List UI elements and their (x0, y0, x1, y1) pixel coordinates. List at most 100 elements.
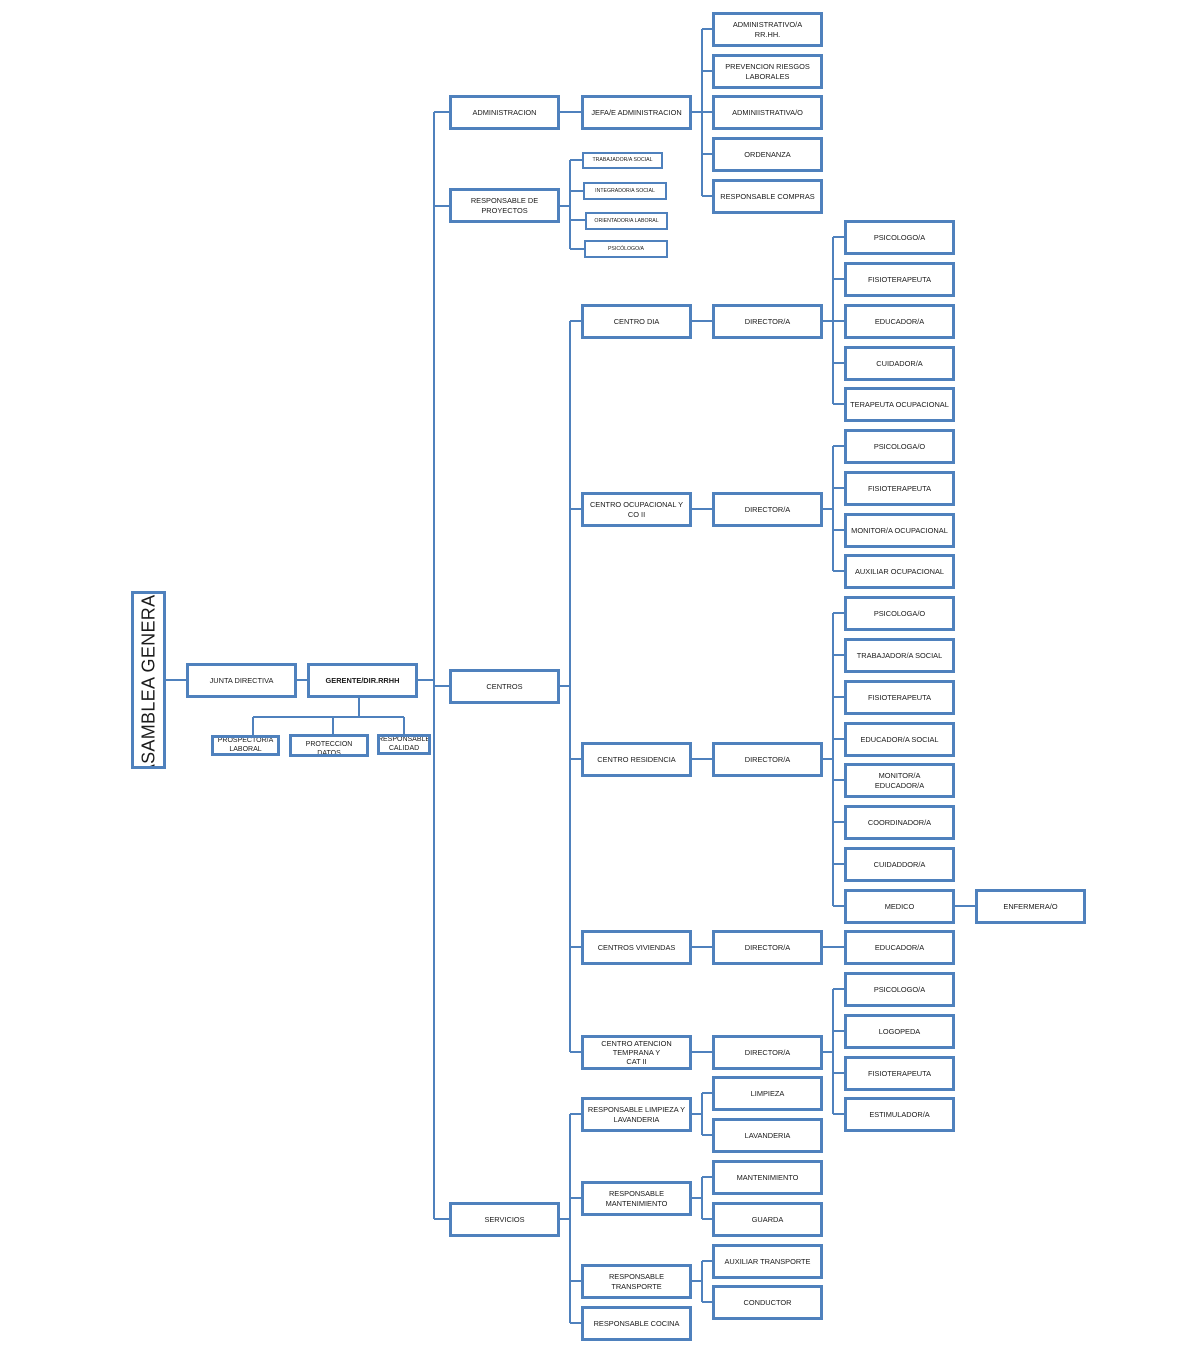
node-director: DIRECTOR/A (712, 304, 823, 339)
node-centro-ocupacional: CENTRO OCUPACIONAL Y CO II (581, 492, 692, 527)
node-label: GUARDA (751, 1214, 784, 1224)
node-label: MONITOR/A EDUCADOR/A (874, 771, 925, 790)
node-label: EDUCADOR/A SOCIAL (860, 734, 939, 744)
node-servicios-staff: LIMPIEZA (712, 1076, 823, 1111)
node-label: COORDINADOR/A (867, 817, 932, 827)
node-servicios-staff: AUXILIAR TRANSPORTE (712, 1244, 823, 1279)
node-admin-staff: RESPONSABLE COMPRAS (712, 179, 823, 214)
node-label: CUIDADOR/A (876, 358, 923, 368)
node-label: ORIENTADOR/A LABORAL (594, 217, 659, 224)
node-label: LIMPIEZA (750, 1088, 785, 1098)
node-servicios: SERVICIOS (449, 1202, 560, 1237)
node-label: CONDUCTOR (743, 1297, 792, 1307)
node-label: PREVENCION RIESGOS LABORALES (725, 62, 810, 81)
node-responsable-proyectos: RESPONSABLE DE PROYECTOS (449, 188, 560, 223)
node-project-staff: INTEGRADOR/A SOCIAL (583, 182, 667, 200)
node-label: RESPONSABLE LIMPIEZA Y LAVANDERIA (587, 1105, 686, 1124)
node-label: CENTROS VIVIENDAS (597, 942, 676, 952)
node-label: DIRECTOR/A (744, 754, 791, 764)
node-label: PSICOLOGA/O (873, 608, 926, 618)
node-centro-residencia: CENTRO RESIDENCIA (581, 742, 692, 777)
node-admin-staff: ORDENANZA (712, 137, 823, 172)
node-label: PSICOLOGO/A (873, 984, 926, 994)
node-centro-dia-staff: EDUCADOR/A (844, 304, 955, 339)
node-project-staff: ORIENTADOR/A LABORAL (585, 212, 668, 230)
node-label: CENTRO OCUPACIONAL Y CO II (589, 500, 684, 519)
node-label: CUIDADDOR/A (873, 859, 926, 869)
node-label: FISIOTERAPEUTA (867, 274, 932, 284)
node-responsable-transporte: RESPONSABLE TRANSPORTE (581, 1264, 692, 1299)
node-asamblea-general: ASAMBLEA GENERAL (131, 591, 166, 769)
node-ocupacional-staff: PSICOLOGA/O (844, 429, 955, 464)
node-atencion-staff: PSICOLOGO/A (844, 972, 955, 1007)
node-label: FISIOTERAPEUTA (867, 1068, 932, 1078)
node-servicios-staff: MANTENIMIENTO (712, 1160, 823, 1195)
node-residencia-staff: COORDINADOR/A (844, 805, 955, 840)
node-responsable-cocina: RESPONSABLE COCINA (581, 1306, 692, 1341)
node-director: DIRECTOR/A (712, 492, 823, 527)
node-prospector: PROSPECTOR/A LABORAL (211, 735, 280, 756)
node-label: ORDENANZA (744, 149, 791, 159)
node-label: AUXILIAR OCUPACIONAL (855, 566, 944, 576)
node-label: DIRECTOR/A (744, 942, 791, 952)
node-label: FISIOTERAPEUTA (867, 692, 932, 702)
node-label: ADMINIISTRATIVA/O (732, 107, 803, 117)
node-residencia-staff: TRABAJADOR/A SOCIAL (844, 638, 955, 673)
node-label: ADMINISTRACION (472, 107, 537, 117)
node-label: ENFERMERA/O (1003, 901, 1058, 911)
node-director: DIRECTOR/A (712, 1035, 823, 1070)
node-label: AUXILIAR TRANSPORTE (724, 1256, 811, 1266)
node-residencia-staff: MONITOR/A EDUCADOR/A (844, 763, 955, 798)
node-label: PSICÓLOGO/A (607, 245, 645, 252)
node-label: EDUCADOR/A (874, 316, 925, 326)
node-residencia-staff: PSICOLOGA/O (844, 596, 955, 631)
node-label: CENTRO DIA (613, 316, 660, 326)
node-label: LAVANDERIA (744, 1130, 791, 1140)
node-admin-staff: PREVENCION RIESGOS LABORALES (712, 54, 823, 89)
node-responsable-limpieza: RESPONSABLE LIMPIEZA Y LAVANDERIA (581, 1097, 692, 1132)
node-label: INTEGRADOR/A SOCIAL (595, 187, 655, 194)
node-centros-viviendas: CENTROS VIVIENDAS (581, 930, 692, 965)
node-residencia-staff: CUIDADDOR/A (844, 847, 955, 882)
node-label: ESTIMULADOR/A (869, 1109, 930, 1119)
node-label: FISIOTERAPEUTA (867, 483, 932, 493)
node-jefa-administracion: JEFA/E ADMINISTRACION (581, 95, 692, 130)
node-centro-atencion-temprana: CENTRO ATENCION TEMPRANA Y CAT II (581, 1035, 692, 1070)
node-label: JUNTA DIRECTIVA (209, 675, 274, 685)
node-director: DIRECTOR/A (712, 930, 823, 965)
node-responsable-mantenimiento: RESPONSABLE MANTENIMIENTO (581, 1181, 692, 1216)
node-atencion-staff: FISIOTERAPEUTA (844, 1056, 955, 1091)
node-delegado-proteccion-datos: DELEGADO/A PROTECCION DATOS (289, 734, 369, 757)
node-label: MONITOR/A OCUPACIONAL (851, 525, 948, 535)
node-ocupacional-staff: MONITOR/A OCUPACIONAL (844, 513, 955, 548)
node-servicios-staff: GUARDA (712, 1202, 823, 1237)
node-label: MANTENIMIENTO (736, 1172, 799, 1182)
node-label: DIRECTOR/A (744, 1047, 791, 1057)
node-atencion-staff: ESTIMULADOR/A (844, 1097, 955, 1132)
node-atencion-staff: LOGOPEDA (844, 1014, 955, 1049)
node-label: TRABAJADOR/A SOCIAL (592, 157, 653, 164)
node-admin-staff: ADMINISTRATIVO/A RR.HH. (712, 12, 823, 47)
node-label: CENTRO RESIDENCIA (597, 754, 676, 764)
node-label: DIRECTOR/A (744, 316, 791, 326)
node-responsable-calidad: RESPONSABLE CALIDAD (377, 734, 431, 755)
node-label: DIRECTOR/A (744, 504, 791, 514)
node-centro-dia: CENTRO DIA (581, 304, 692, 339)
node-label: JEFA/E ADMINISTRACION (591, 107, 682, 117)
node-label: TRABAJADOR/A SOCIAL (856, 650, 943, 660)
node-centros: CENTROS (449, 669, 560, 704)
node-project-staff: TRABAJADOR/A SOCIAL (582, 152, 663, 169)
node-label: TERAPEUTA OCUPACIONAL (850, 399, 949, 409)
node-administracion: ADMINISTRACION (449, 95, 560, 130)
node-label: ADMINISTRATIVO/A RR.HH. (732, 20, 803, 39)
node-label: RESPONSABLE COCINA (593, 1318, 680, 1328)
node-label: MEDICO (884, 901, 915, 911)
node-ocupacional-staff: FISIOTERAPEUTA (844, 471, 955, 506)
node-residencia-staff: MEDICO (844, 889, 955, 924)
node-label: DELEGADO/A PROTECCION DATOS (305, 734, 353, 757)
node-label: GERENTE/DIR.RRHH (325, 675, 400, 685)
node-label: PSICOLOGA/O (873, 441, 926, 451)
node-director: DIRECTOR/A (712, 742, 823, 777)
